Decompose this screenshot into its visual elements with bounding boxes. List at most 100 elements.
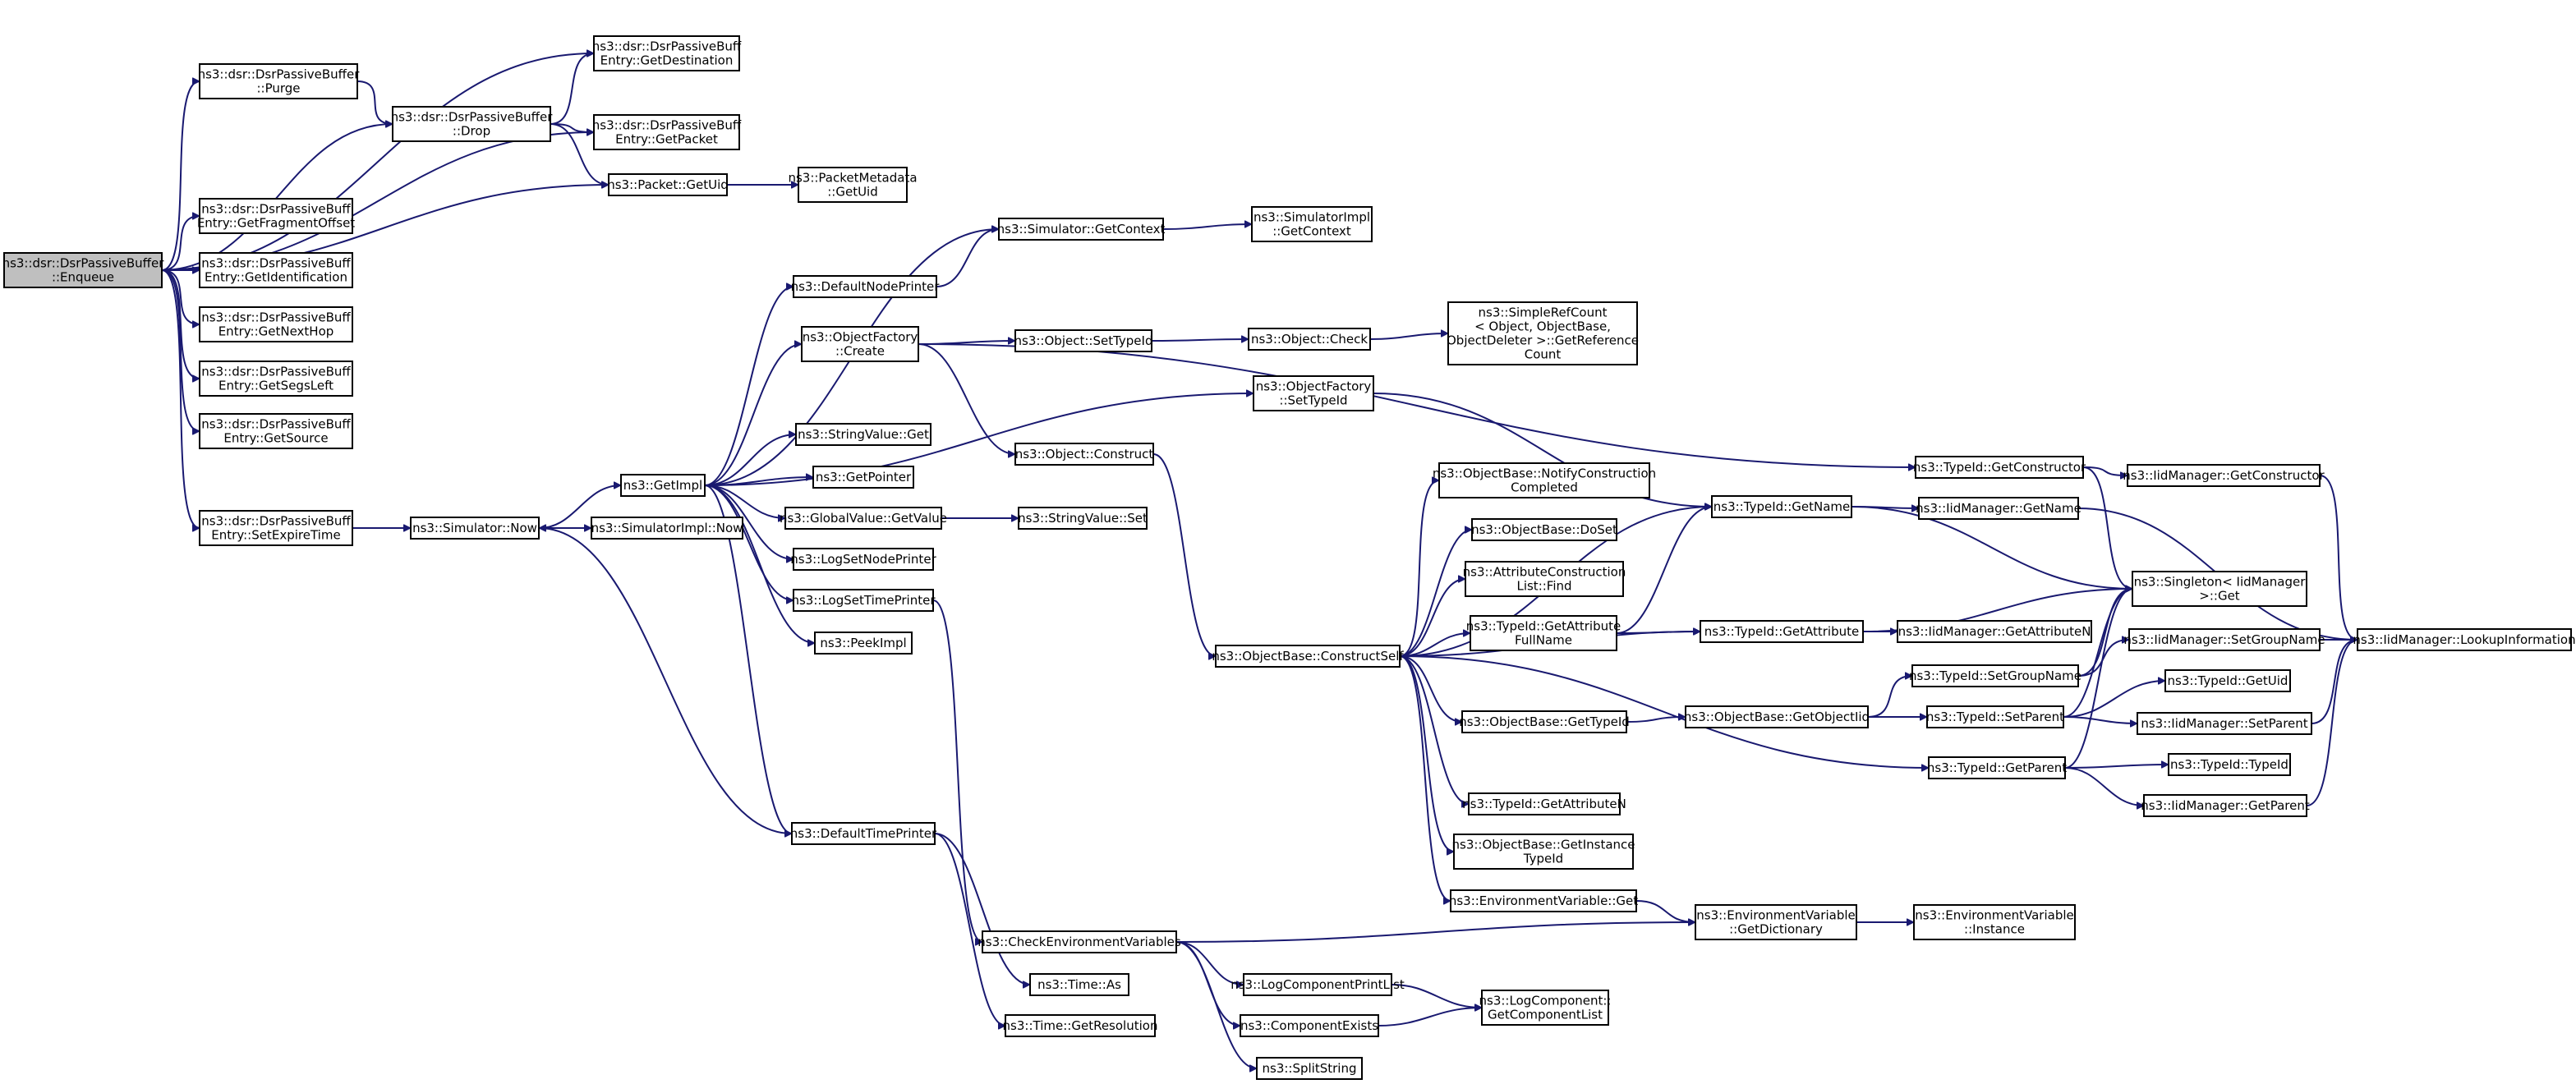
node-object-set-type-id[interactable]: ns3::Object::SetTypeId [1014, 329, 1153, 352]
node-object-base-get-type-id[interactable]: ns3::ObjectBase::GetTypeId [1459, 710, 1630, 733]
node-box[interactable] [2132, 571, 2307, 607]
node-box[interactable] [1461, 710, 1627, 733]
node-type-id-type-id[interactable]: ns3::TypeId::TypeId [2168, 753, 2291, 776]
node-box[interactable] [591, 517, 743, 540]
node-box[interactable] [1215, 645, 1401, 668]
node-component-exists[interactable]: ns3::ComponentExists [1240, 1014, 1379, 1037]
node-string-value-set[interactable]: ns3::StringValue::Set [1018, 507, 1148, 530]
node-box[interactable] [2164, 669, 2291, 692]
node-get-fragment-offset[interactable]: ns3::dsr::DsrPassiveBuffEntry::GetFragme… [197, 198, 355, 234]
node-box[interactable] [814, 632, 913, 655]
node-iid-manager-set-parent[interactable]: ns3::IidManager::SetParent [2137, 712, 2312, 735]
node-box[interactable] [793, 548, 934, 571]
node-box[interactable] [410, 517, 540, 540]
node-box[interactable] [1018, 507, 1148, 530]
node-object-factory-create[interactable]: ns3::ObjectFactory::Create [801, 326, 919, 362]
node-box[interactable] [2143, 794, 2307, 817]
node-box[interactable] [2137, 712, 2312, 735]
node-box[interactable] [199, 413, 353, 449]
node-box[interactable] [1251, 206, 1373, 242]
node-box[interactable] [199, 252, 353, 288]
node-iid-manager-lookup-information[interactable]: ns3::IidManager::LookupInformation [2353, 628, 2576, 651]
node-box[interactable] [2127, 464, 2321, 487]
node-type-id-get-attribute[interactable]: ns3::TypeId::GetAttribute [1700, 620, 1864, 643]
node-box[interactable] [1711, 495, 1852, 518]
node-box[interactable] [1248, 328, 1371, 351]
node-get-pointer[interactable]: ns3::GetPointer [812, 466, 914, 489]
node-box[interactable] [793, 589, 934, 612]
node-box[interactable] [793, 275, 937, 298]
node-box[interactable] [2128, 628, 2321, 651]
node-iid-manager-get-constructor[interactable]: ns3::IidManager::GetConstructor [2123, 464, 2325, 487]
node-singleton-get[interactable]: ns3::Singleton< IidManager>::Get [2132, 571, 2307, 607]
node-box[interactable] [1450, 889, 1637, 912]
node-object-base-get-object-iid[interactable]: ns3::ObjectBase::GetObjectIid [1684, 705, 1870, 728]
node-simulator-impl-get-context[interactable]: ns3::SimulatorImpl::GetContext [1251, 206, 1373, 242]
node-type-id-set-group-name[interactable]: ns3::TypeId::SetGroupName [1909, 664, 2082, 687]
node-type-id-get-name[interactable]: ns3::TypeId::GetName [1711, 495, 1852, 518]
node-global-value-get-value[interactable]: ns3::GlobalValue::GetValue [780, 507, 947, 530]
node-box[interactable] [199, 510, 353, 546]
node-box[interactable] [1911, 664, 2079, 687]
node-box[interactable] [1700, 620, 1864, 643]
node-time-as[interactable]: ns3::Time::As [1029, 973, 1129, 996]
node-box[interactable] [1256, 1057, 1363, 1080]
node-set-expire-time[interactable]: ns3::dsr::DsrPassiveBuffEntry::SetExpire… [199, 510, 353, 546]
node-simple-ref-count[interactable]: ns3::SimpleRefCount< Object, ObjectBase,… [1447, 301, 1639, 365]
node-iid-manager-get-parent[interactable]: ns3::IidManager::GetParent [2141, 794, 2310, 817]
node-packet-get-uid[interactable]: ns3::Packet::GetUid [607, 173, 729, 196]
node-box[interactable] [1915, 456, 2084, 479]
node-box[interactable] [1014, 329, 1152, 352]
node-box[interactable] [1913, 904, 2076, 940]
node-box[interactable] [620, 474, 706, 497]
node-object-factory-set-type-id[interactable]: ns3::ObjectFactory::SetTypeId [1253, 375, 1374, 411]
node-default-node-printer[interactable]: ns3::DefaultNodePrinter [791, 275, 941, 298]
node-box[interactable] [1240, 1014, 1379, 1037]
node-box[interactable] [1253, 375, 1374, 411]
node-box[interactable] [1465, 561, 1624, 597]
node-iid-manager-set-group-name[interactable]: ns3::IidManager::SetGroupName [2123, 628, 2325, 651]
node-packet-metadata-get-uid[interactable]: ns3::PacketMetadata::GetUid [788, 167, 918, 203]
node-box[interactable] [1918, 497, 2079, 520]
node-box[interactable] [791, 822, 936, 845]
node-box[interactable] [1685, 705, 1869, 728]
node-type-id-get-parent[interactable]: ns3::TypeId::GetParent [1927, 756, 2067, 779]
node-box[interactable] [199, 306, 353, 342]
node-box[interactable] [1005, 1014, 1156, 1037]
node-purge[interactable]: ns3::dsr::DsrPassiveBuffer::Purge [198, 63, 361, 99]
node-string-value-get[interactable]: ns3::StringValue::Get [795, 423, 932, 446]
node-box[interactable] [199, 361, 353, 397]
node-time-get-resolution[interactable]: ns3::Time::GetResolution [1003, 1014, 1158, 1037]
node-object-construct[interactable]: ns3::Object::Construct [1014, 443, 1154, 466]
node-box[interactable] [2357, 628, 2572, 651]
node-box[interactable] [593, 35, 740, 71]
node-iid-manager-get-name[interactable]: ns3::IidManager::GetName [1916, 497, 2082, 520]
node-log-component-print-list[interactable]: ns3::LogComponentPrintList [1230, 973, 1405, 996]
node-get-segs-left[interactable]: ns3::dsr::DsrPassiveBuffEntry::GetSegsLe… [199, 361, 353, 397]
node-get-next-hop[interactable]: ns3::dsr::DsrPassiveBuffEntry::GetNextHo… [199, 306, 353, 342]
node-log-set-time-printer[interactable]: ns3::LogSetTimePrinter [791, 589, 936, 612]
node-box[interactable] [199, 63, 358, 99]
node-environment-variable-instance[interactable]: ns3::EnvironmentVariable::Instance [1913, 904, 2076, 940]
node-object-base-construct-self[interactable]: ns3::ObjectBase::ConstructSelf [1212, 645, 1404, 668]
node-log-set-node-printer[interactable]: ns3::LogSetNodePrinter [790, 548, 937, 571]
node-box[interactable] [199, 198, 353, 234]
node-box[interactable] [1471, 518, 1617, 541]
node-box[interactable] [798, 167, 908, 203]
node-check-environment-variables[interactable]: ns3::CheckEnvironmentVariables [978, 930, 1181, 953]
node-box[interactable] [1014, 443, 1154, 466]
node-type-id-get-uid[interactable]: ns3::TypeId::GetUid [2164, 669, 2291, 692]
node-box[interactable] [1029, 973, 1129, 996]
node-simulator-impl-now[interactable]: ns3::SimulatorImpl::Now [591, 517, 743, 540]
node-box[interactable] [1481, 990, 1609, 1026]
node-box[interactable] [608, 173, 728, 196]
node-box[interactable] [1926, 705, 2064, 728]
node-box[interactable] [784, 507, 942, 530]
node-box[interactable] [1243, 973, 1392, 996]
node-box[interactable] [1695, 904, 1857, 940]
